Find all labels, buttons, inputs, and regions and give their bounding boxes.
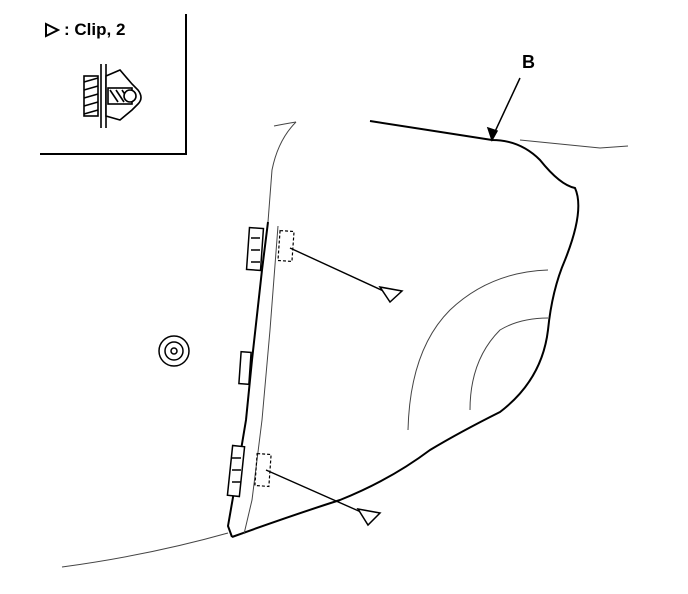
legend-label: : Clip, 2 — [44, 20, 125, 40]
callout-b-leader — [486, 77, 521, 142]
trim-panel — [226, 120, 580, 538]
body-contour-lines — [61, 121, 629, 568]
clip-position-lower — [254, 452, 272, 488]
clip-leaders — [265, 247, 391, 517]
edge-hardware — [226, 226, 265, 498]
legend-text: : Clip, 2 — [64, 20, 126, 39]
clip-position-upper — [277, 229, 295, 263]
clip-positions — [254, 229, 295, 488]
clip-triangle-callouts — [356, 285, 404, 527]
clip-detail-illustration — [83, 64, 142, 128]
clip-triangle-icon — [378, 285, 404, 304]
legend-box — [40, 14, 187, 155]
grommet — [158, 335, 190, 367]
clip-triangle-icon — [45, 22, 60, 38]
clip-triangle-icon — [356, 507, 382, 527]
callout-b-label: B — [522, 52, 535, 72]
